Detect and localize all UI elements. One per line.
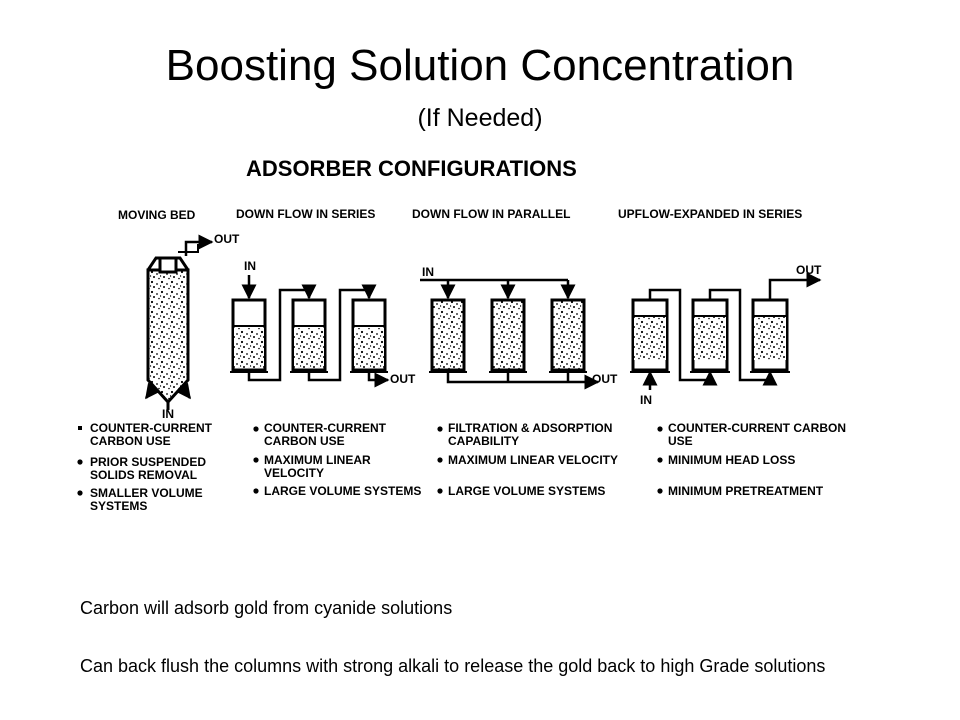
moving-bed-bullets: COUNTER-CURRENT CARBON USE PRIOR SUSPEND…	[77, 421, 215, 513]
svg-text:COUNTER-CURRENT CARBON U: COUNTER-CURRENT CARBON USE	[668, 421, 849, 448]
svg-text:SMALLER VOLUME SYSTEMS: SMALLER VOLUME SYSTEMS	[90, 486, 206, 513]
body-text-carbon: Carbon will adsorb gold from cyanide sol…	[80, 598, 453, 618]
svg-text:MINIMUM PRETREATMENT: MINIMUM PRETREATMENT	[668, 484, 824, 498]
bullet-text-continued: CARBON USE	[90, 434, 171, 448]
bullet-text: COUNTER-CURRENT	[264, 421, 387, 435]
svg-text:COUNTER-CURRENT CARBON U: COUNTER-CURRENT CARBON USE	[264, 421, 389, 448]
config-title-upflow-series: UPFLOW-EXPANDED IN SERIES	[618, 207, 802, 221]
upflow-in-label: IN	[640, 393, 652, 407]
bullet-text-continued: CAPABILITY	[448, 434, 519, 448]
diagram-heading: ADSORBER CONFIGURATIONS	[246, 156, 577, 181]
series-in-label: IN	[244, 259, 256, 273]
bullet-text: MINIMUM PRETREATMENT	[668, 484, 824, 498]
bullet-text: MAXIMUM LINEAR	[264, 453, 371, 467]
moving-bed-in-label: IN	[162, 407, 174, 421]
bullet-text: LARGE VOLUME SYSTEMS	[264, 484, 421, 498]
svg-text:LARGE VOLUME SYSTEMS: LARGE VOLUME SYSTEMS	[448, 484, 605, 498]
svg-text:COUNTER-CURRENT CARBON U: COUNTER-CURRENT CARBON USE	[90, 421, 215, 448]
bullet-text: SMALLER VOLUME	[90, 486, 203, 500]
bullet-text: COUNTER-CURRENT CARBON	[668, 421, 846, 435]
bullet-text-continued: SOLIDS REMOVAL	[90, 468, 197, 482]
moving-bed-out-label: OUT	[214, 232, 240, 246]
config-title-down-flow-parallel: DOWN FLOW IN PARALLEL	[412, 207, 570, 221]
config-title-moving-bed: MOVING BED	[118, 208, 196, 222]
body-text-back-flush: Can back flush the columns with strong a…	[80, 656, 826, 676]
bullet-text-continued: VELOCITY	[264, 466, 324, 480]
down-flow-series-bullets: COUNTER-CURRENT CARBON USE MAXIMUM LINEA…	[253, 421, 421, 498]
parallel-in-label: IN	[422, 265, 434, 279]
config-title-down-flow-series: DOWN FLOW IN SERIES	[236, 207, 375, 221]
svg-text:LARGE VOLUME SYSTEMS: LARGE VOLUME SYSTEMS	[264, 484, 421, 498]
svg-text:MAXIMUM LINEAR VELOCITY: MAXIMUM LINEAR VELOCITY	[448, 453, 618, 467]
slide-subtitle: (If Needed)	[417, 104, 543, 132]
down-flow-parallel-bullets: FILTRATION & ADSORPTION CAPABILITY MAXIM…	[437, 421, 618, 498]
down-flow-parallel-columns	[420, 278, 600, 390]
upflow-series-bullets: COUNTER-CURRENT CARBON USE MINIMUM HEAD …	[657, 421, 849, 498]
bullet-text: FILTRATION & ADSORPTION	[448, 421, 612, 435]
down-flow-series-columns	[230, 275, 390, 388]
upflow-out-label: OUT	[796, 263, 822, 277]
svg-text:FILTRATION & ADSORPTION: FILTRATION & ADSORPTION CAPABILITY	[448, 421, 616, 448]
bullet-text: COUNTER-CURRENT	[90, 421, 213, 435]
svg-text:PRIOR SUSPENDED SOLIDS R: PRIOR SUSPENDED SOLIDS REMOVAL	[90, 455, 209, 482]
adsorber-diagram: ADSORBER CONFIGURATIONS MOVING BED DOWN …	[77, 156, 849, 513]
bullet-text: LARGE VOLUME SYSTEMS	[448, 484, 605, 498]
parallel-out-label: OUT	[592, 372, 618, 386]
moving-bed-vessel	[145, 234, 214, 410]
svg-text:MAXIMUM LINEAR VELOCITY: MAXIMUM LINEAR VELOCITY	[264, 453, 374, 480]
bullet-text-continued: CARBON USE	[264, 434, 345, 448]
bullet-text: PRIOR SUSPENDED	[90, 455, 206, 469]
upflow-series-columns	[630, 272, 822, 390]
bullet-text-continued: SYSTEMS	[90, 499, 147, 513]
series-out-label: OUT	[390, 372, 416, 386]
slide-title: Boosting Solution Concentration	[165, 41, 795, 90]
bullet-text-continued: USE	[668, 434, 693, 448]
svg-text:MINIMUM HEAD LOSS: MINIMUM HEAD LOSS	[668, 453, 795, 467]
bullet-text: MAXIMUM LINEAR VELOCITY	[448, 453, 618, 467]
bullet-text: MINIMUM HEAD LOSS	[668, 453, 795, 467]
